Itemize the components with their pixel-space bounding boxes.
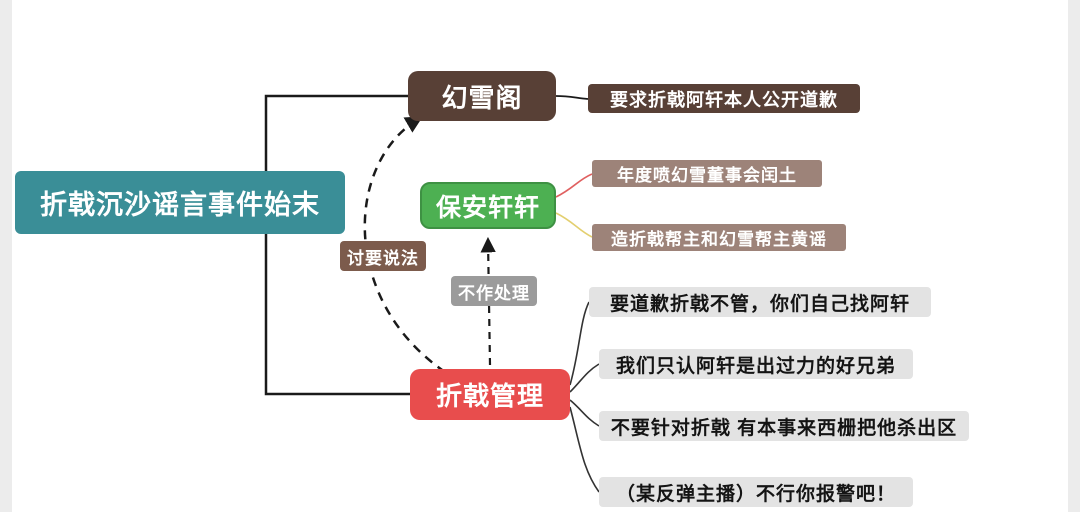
leaf-guanli-4: （某反弹主播）不行你报警吧！ xyxy=(599,477,913,507)
edge-guanli-child-2 xyxy=(569,363,600,393)
edge-huanxuege-child xyxy=(555,95,589,100)
edge-guanli-child-4 xyxy=(569,406,600,493)
edge-label-text: 讨要说法 xyxy=(347,248,419,268)
leaf-guanli-1: 要道歉折戟不管，你们自己找阿轩 xyxy=(589,287,931,317)
edge-baoan-child-1 xyxy=(555,173,593,198)
edge-label-text: 不作处理 xyxy=(458,283,530,303)
leaf-label: （某反弹主播）不行你报警吧！ xyxy=(615,483,896,505)
leaf-label: 年度喷幻雪董事会闰土 xyxy=(617,166,797,185)
edge-guanli-child-1 xyxy=(569,301,590,386)
edge-root-bracket xyxy=(264,94,410,396)
leaf-baoan-2: 造折戟帮主和幻雪帮主黄谣 xyxy=(592,224,846,251)
leaf-guanli-2: 我们只认阿轩是出过力的好兄弟 xyxy=(599,349,913,379)
edge-label-taoyao: 讨要说法 xyxy=(340,241,426,271)
edge-guanli-child-3 xyxy=(569,399,600,427)
edge-dashed-buzuo xyxy=(480,236,496,366)
edge-label-buzuo: 不作处理 xyxy=(451,276,537,306)
branch-node-guanli: 折戟管理 xyxy=(410,369,570,420)
leaf-baoan-1: 年度喷幻雪董事会闰土 xyxy=(592,160,822,187)
leaf-label: 造折戟帮主和幻雪帮主黄谣 xyxy=(611,230,827,249)
leaf-label: 不要针对折戟 有本事来西栅把他杀出区 xyxy=(610,417,958,439)
page-edge-right xyxy=(1068,0,1080,512)
branch-node-baoan: 保安轩轩 xyxy=(420,182,556,229)
root-node: 折戟沉沙谣言事件始末 xyxy=(15,171,345,234)
edge-dashed-taoyao xyxy=(363,116,446,374)
branch-node-huanxuege: 幻雪阁 xyxy=(408,71,556,121)
root-node-label: 折戟沉沙谣言事件始末 xyxy=(40,190,320,220)
leaf-label: 我们只认阿轩是出过力的好兄弟 xyxy=(615,355,896,377)
branch-label: 折戟管理 xyxy=(435,381,544,411)
leaf-label: 要道歉折戟不管，你们自己找阿轩 xyxy=(609,293,910,315)
leaf-huanxuege-demand: 要求折戟阿轩本人公开道歉 xyxy=(588,84,860,113)
page-edge-left xyxy=(0,0,12,512)
branch-label: 保安轩轩 xyxy=(435,193,540,222)
edge-baoan-child-2 xyxy=(555,212,593,238)
leaf-label: 要求折戟阿轩本人公开道歉 xyxy=(610,89,838,110)
leaf-guanli-3: 不要针对折戟 有本事来西栅把他杀出区 xyxy=(599,411,969,441)
branch-label: 幻雪阁 xyxy=(441,82,523,113)
